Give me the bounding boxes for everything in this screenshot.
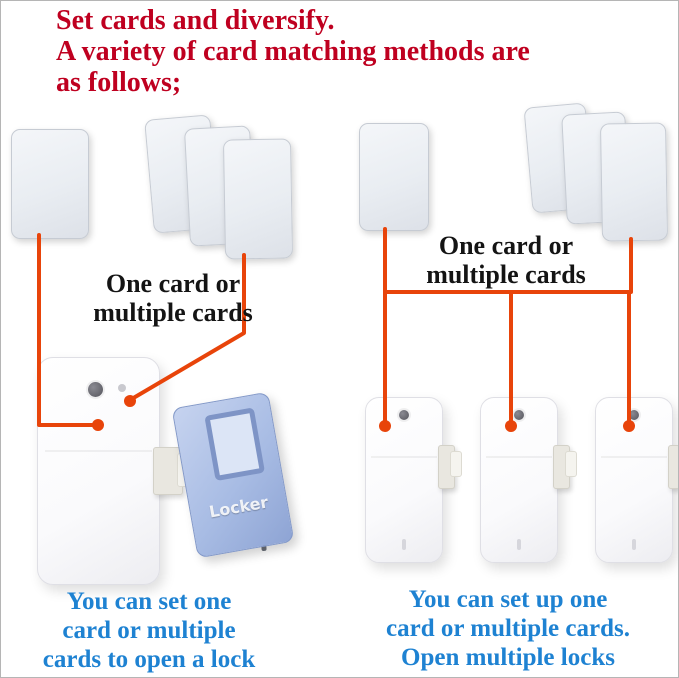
lock-body-right-1 bbox=[365, 397, 443, 563]
lock-body-right-3 bbox=[595, 397, 673, 563]
sensor-dot-small-icon bbox=[118, 384, 126, 392]
knob-mark bbox=[517, 539, 521, 550]
label-right-line-2: multiple cards bbox=[426, 260, 586, 289]
sensor-dot-icon bbox=[88, 382, 103, 397]
caption-left-line-1: You can set one bbox=[66, 588, 232, 615]
rfid-card-single-right bbox=[359, 123, 429, 231]
locker-striker-part: Locker bbox=[171, 391, 295, 559]
caption-right-line-3: Open multiple locks bbox=[401, 644, 615, 671]
caption-right-line-2: card or multiple cards. bbox=[386, 615, 630, 642]
latch-bolt-right-lock-2 bbox=[565, 451, 577, 477]
locker-striker-hole bbox=[204, 407, 266, 482]
heading: Set cards and diversify. A variety of ca… bbox=[56, 5, 666, 98]
rfid-card-group-right-3 bbox=[599, 122, 669, 242]
heading-line-1: Set cards and diversify. bbox=[56, 5, 335, 36]
caption-left: You can set one card or multiple cards t… bbox=[17, 587, 281, 674]
knob-mark bbox=[632, 539, 636, 550]
caption-right: You can set up one card or multiple card… bbox=[351, 585, 665, 672]
lock-seam bbox=[485, 456, 553, 458]
heading-line-2: A variety of card matching methods are bbox=[56, 36, 530, 67]
heading-line-3: as follows; bbox=[56, 67, 182, 98]
latch-bolt-right-lock-1 bbox=[450, 451, 462, 477]
rfid-card-single-left bbox=[11, 129, 89, 239]
caption-left-line-2: card or multiple bbox=[62, 617, 236, 644]
sensor-dot-icon bbox=[514, 410, 524, 420]
label-right-line-1: One card or bbox=[438, 231, 574, 260]
lock-seam bbox=[600, 456, 668, 458]
sensor-dot-icon bbox=[399, 410, 409, 420]
rfid-card-group-left-3 bbox=[222, 138, 294, 260]
sensor-dot-icon bbox=[629, 410, 639, 420]
lock-seam bbox=[370, 456, 438, 458]
knob-mark bbox=[402, 539, 406, 550]
caption-right-line-1: You can set up one bbox=[408, 586, 608, 613]
lock-seam bbox=[45, 450, 152, 452]
caption-left-line-3: cards to open a lock bbox=[42, 646, 256, 673]
lock-body-right-2 bbox=[480, 397, 558, 563]
label-right: One card or multiple cards bbox=[397, 231, 615, 289]
lock-body-left bbox=[37, 357, 160, 585]
label-left-line-2: multiple cards bbox=[93, 298, 253, 327]
label-left-line-1: One card or bbox=[105, 269, 241, 298]
latch-right-lock-3 bbox=[668, 445, 678, 489]
locker-brand-text: Locker bbox=[207, 492, 270, 522]
label-left: One card or multiple cards bbox=[49, 269, 297, 327]
